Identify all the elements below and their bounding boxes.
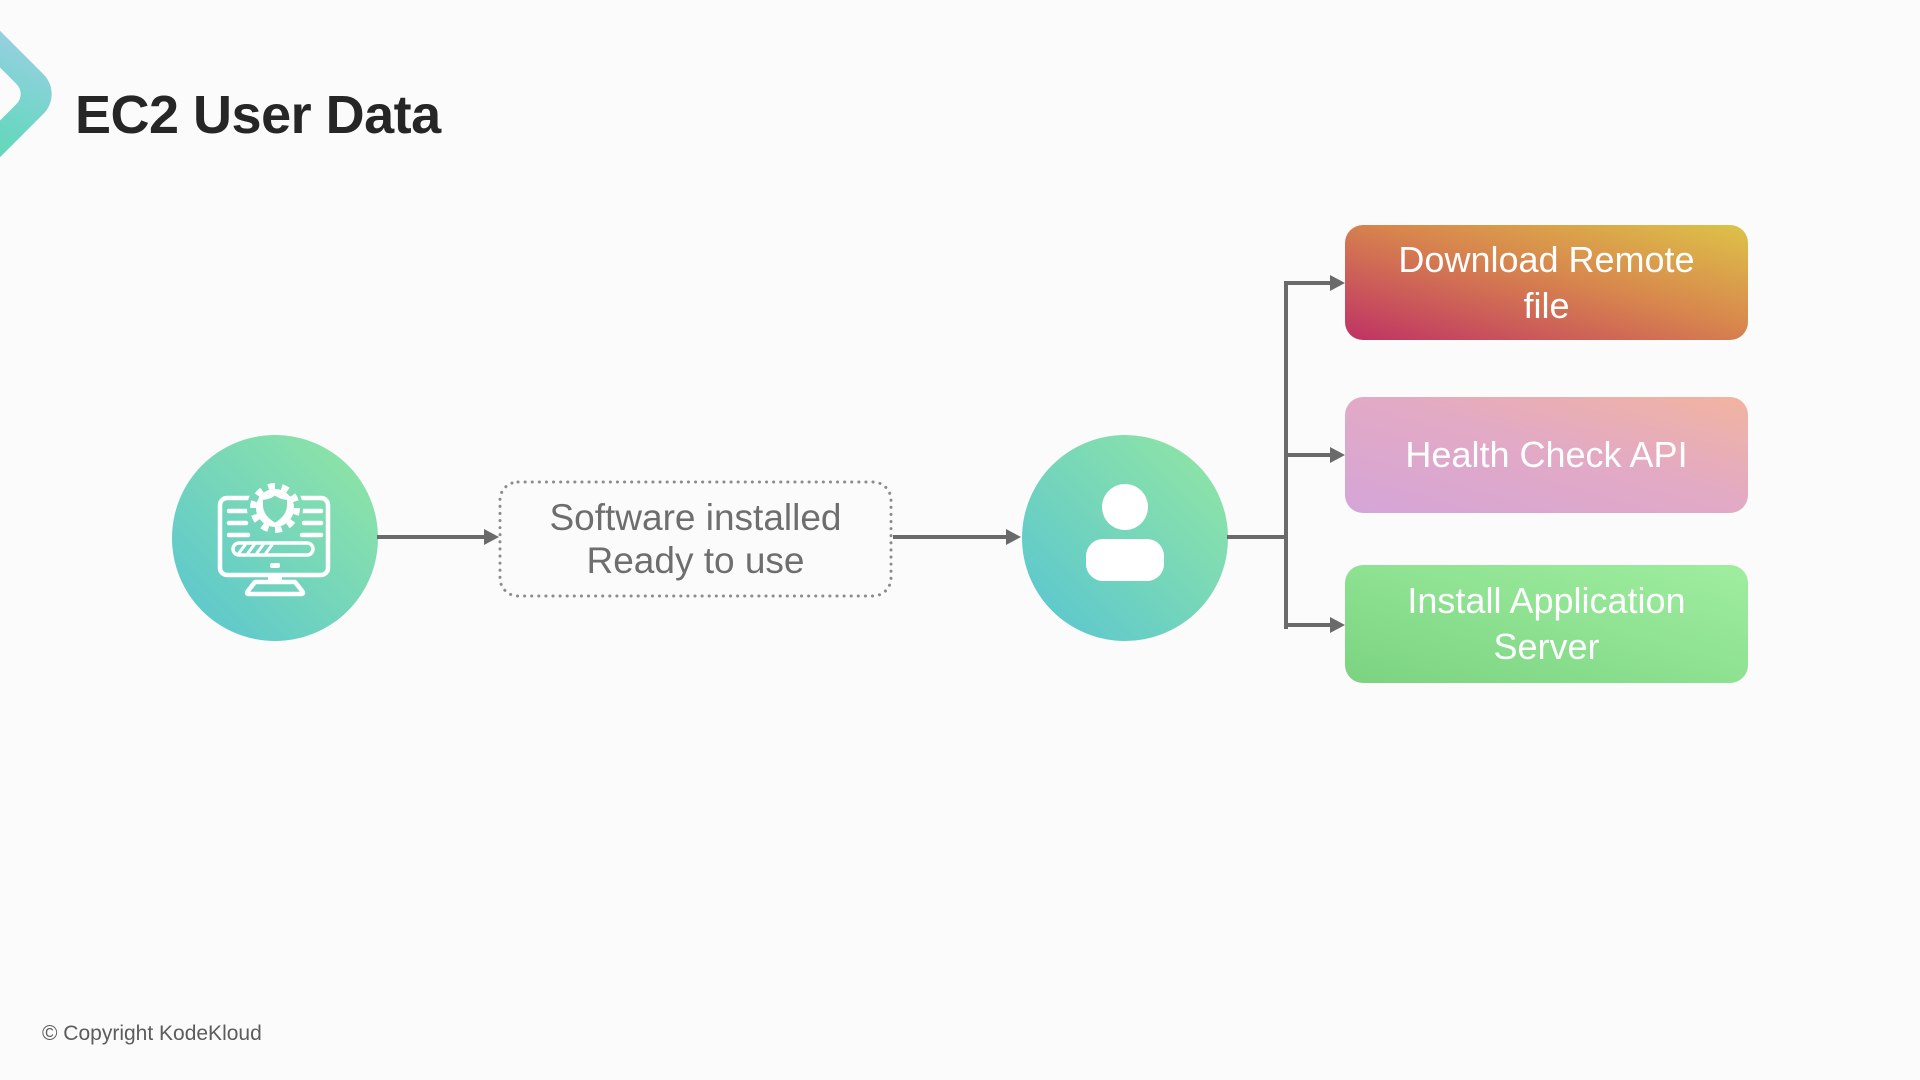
connector-branch-to-task-1 [1284, 281, 1332, 285]
kodekloud-chevron-logo-cutout [0, 44, 27, 144]
dotted-border [498, 480, 893, 598]
arrowhead-task-2 [1330, 447, 1345, 463]
connector-instance-to-status [377, 535, 485, 539]
page-title: EC2 User Data [75, 85, 441, 145]
arrowhead-instance-to-status [484, 529, 499, 545]
connector-status-to-user [893, 535, 1007, 539]
task-box-health-check-api: Health Check API [1345, 397, 1748, 513]
arrowhead-task-3 [1330, 617, 1345, 633]
status-box: Software installed Ready to use [498, 480, 893, 598]
task-box-install-application-server: Install Application Server [1345, 565, 1748, 683]
connector-branch-to-task-3 [1284, 623, 1332, 627]
kodekloud-chevron-logo [0, 7, 64, 181]
connector-branch-to-task-2 [1284, 453, 1332, 457]
status-line-2: Ready to use [586, 540, 805, 581]
status-line-1: Software installed [549, 497, 842, 538]
task-label-line: Install Application [1407, 580, 1686, 621]
secure-computer-icon [172, 435, 378, 641]
task-label-line: Download Remote [1398, 238, 1695, 280]
user-icon [1022, 435, 1228, 641]
task-label-line: file [1523, 284, 1570, 326]
task-label-line: Health Check API [1405, 434, 1688, 475]
task-box-download-remote-file: Download Remote file [1345, 225, 1748, 340]
arrowhead-task-1 [1330, 275, 1345, 291]
copyright-notice: © Copyright KodeKloud [42, 1022, 262, 1045]
user-node [1022, 435, 1228, 641]
task-label-line: Server [1493, 626, 1600, 667]
connector-user-to-branch [1227, 535, 1287, 539]
arrowhead-status-to-user [1006, 529, 1021, 545]
ec2-instance-node [172, 435, 378, 641]
